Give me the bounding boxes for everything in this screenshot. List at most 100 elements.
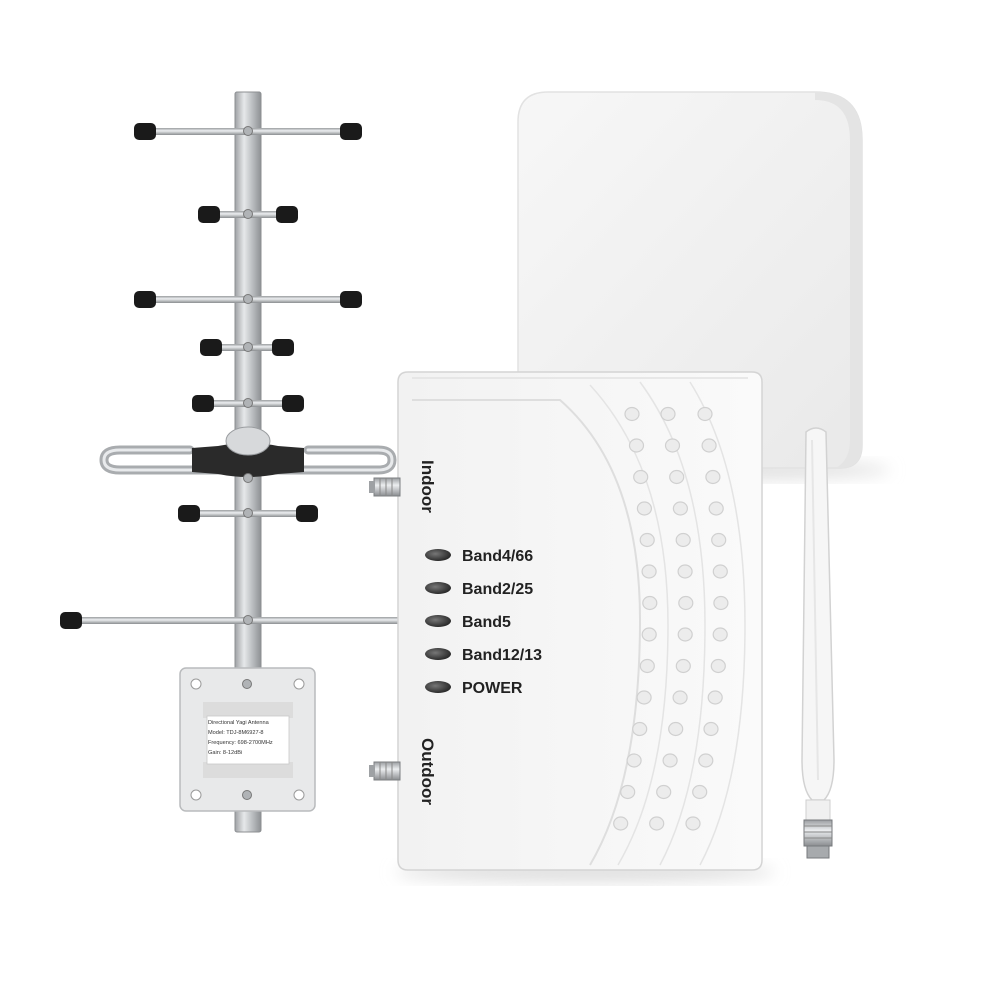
element-tip [134,291,156,308]
element-tip [282,395,304,412]
vent-hole [678,595,694,611]
element-tip [200,339,222,356]
spec-line: Gain: 8-12dBi [208,750,243,756]
vent-hole [656,784,672,800]
vent-hole [712,627,728,642]
yagi-element [134,291,362,308]
vent-hole [626,753,642,768]
led-label: Band12/13 [462,647,542,664]
outdoor-connector[interactable] [369,761,401,781]
vent-hole [675,532,691,548]
vent-hole [664,438,681,453]
panel-antenna-side [815,92,862,468]
vent-hole [660,406,676,422]
yagi-mount-plate [179,667,316,812]
led-label: Band4/66 [462,548,533,565]
vent-hole [639,532,655,548]
element-tip [198,206,220,223]
yagi-dipole [99,426,397,477]
dipole-insulator [192,443,304,477]
outdoor-port-label: Outdoor [418,738,437,805]
vent-hole [712,564,728,579]
vent-hole [692,784,708,800]
yagi-element [200,339,294,356]
vent-hole [668,721,684,737]
booster-body [397,371,763,871]
led-label: Band2/25 [462,581,533,598]
whip-connector[interactable] [803,819,833,859]
led-label: POWER [462,680,523,697]
led-icon [425,582,451,594]
led-label: Band5 [462,614,511,631]
vent-hole [624,406,640,422]
vent-hole [698,753,714,768]
vent-hole [677,627,693,642]
spec-line: Directional Yagi Antenna [208,720,269,726]
vent-hole [675,658,691,674]
vent-hole [641,627,657,642]
vent-hole [708,501,724,516]
vent-hole [705,469,721,485]
vent-hole [662,753,678,768]
vent-hole [697,406,713,422]
vent-hole [707,690,723,705]
element-tip [340,123,362,140]
vent-hole [713,595,729,611]
yagi-element [134,123,362,140]
vent-hole [633,469,649,485]
led-indicator-band12-13: Band12/13 [425,647,542,664]
led-icon [425,549,451,561]
yagi-reflector [60,612,402,629]
led-icon [425,615,451,627]
element-tip [296,505,318,522]
signal-booster: Indoor Outdoor Band4/66 Band2/25 Band5 B… [369,371,775,882]
element-tip [340,291,362,308]
spec-sticker-text: Directional Yagi Antenna Model: TDJ-8M69… [208,718,288,764]
vent-hole [642,595,658,611]
vent-hole [628,438,645,453]
spec-sticker [206,715,290,765]
vent-hole [632,721,648,737]
vent-hole [649,816,665,831]
vent-hole [620,784,636,800]
element-tip [60,612,82,629]
vent-hole [669,469,685,485]
vent-hole [685,816,701,831]
element-tip [272,339,294,356]
led-icon [425,681,451,693]
indoor-port-label: Indoor [418,460,437,513]
whip-body [801,427,835,801]
yagi-element [198,206,298,223]
element-tip [276,206,298,223]
led-indicator-band4-66: Band4/66 [425,548,533,565]
vent-hole [636,690,652,705]
led-indicator-band2-25: Band2/25 [425,581,533,598]
vent-hole [672,501,689,516]
vent-hole [710,658,726,674]
led-icon [425,648,451,660]
led-indicator-band5: Band5 [425,614,511,631]
yagi-element [192,395,304,412]
vent-hole [613,816,629,831]
vent-hole [641,564,657,579]
whip-antenna [801,427,835,859]
spec-line: Model: TDJ-8M6927-8 [208,730,264,736]
spec-line: Frequency: 698-2700MHz [208,740,273,746]
vent-hole [701,438,717,453]
vent-hole [677,564,693,579]
vent-hole [639,658,655,674]
yagi-antenna [60,91,402,833]
vent-hole [703,721,719,737]
led-indicator-power: POWER [425,680,523,697]
indoor-connector[interactable] [369,477,401,497]
element-tip [134,123,156,140]
vent-hole [672,690,688,705]
element-tip [192,395,214,412]
yagi-element [178,505,318,522]
vent-hole [711,532,727,548]
vent-holes [613,406,729,831]
element-tip [178,505,200,522]
vent-hole [636,501,653,516]
